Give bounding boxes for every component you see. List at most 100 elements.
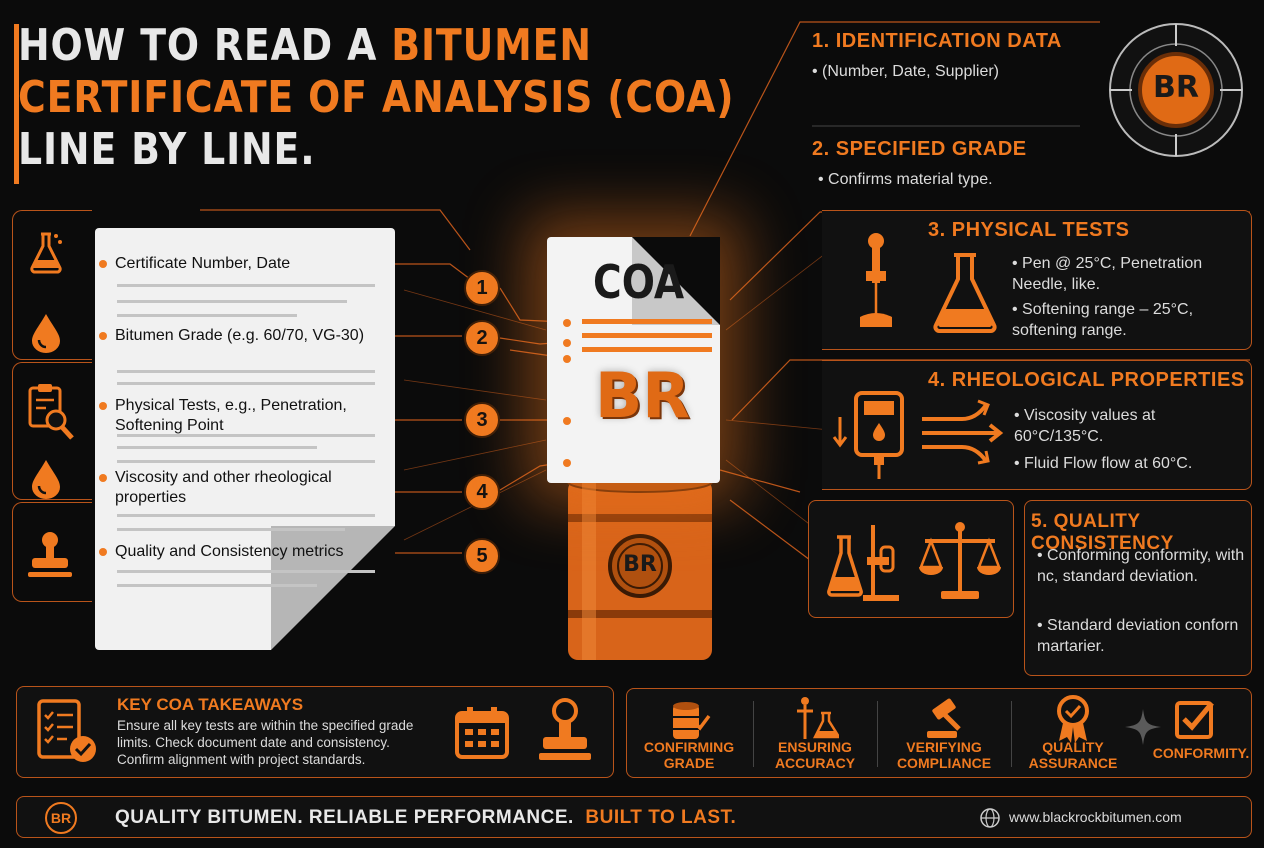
paper-rule bbox=[117, 570, 375, 573]
checkbox-icon bbox=[1173, 697, 1217, 741]
penetrometer-icon bbox=[856, 231, 896, 335]
barrel-check-icon bbox=[669, 699, 711, 743]
section-5-bullet-1: • Conforming conformity, with nc, standa… bbox=[1037, 547, 1245, 585]
coa-rule bbox=[582, 347, 712, 352]
beaker-icon bbox=[930, 251, 1000, 335]
section-2-bullet: • Confirms material type. bbox=[818, 171, 993, 188]
certificate-item-3: Physical Tests, e.g., Penetration, Softe… bbox=[115, 397, 347, 434]
section-4-bullet-2: • Fluid Flow flow at 60°C. bbox=[1014, 455, 1193, 472]
benefit-conformity: CONFORMITY. bbox=[1123, 689, 1253, 779]
icon-frame-top bbox=[12, 210, 92, 360]
section-2-title: 2. SPECIFIED GRADE bbox=[812, 138, 1027, 160]
item-marker bbox=[99, 474, 107, 482]
title-line-2: CERTIFICATE OF ANALYSIS (COA) bbox=[18, 72, 735, 123]
benefit-verifying-compliance: VERIFYING COMPLIANCE bbox=[879, 689, 1009, 779]
lab-flasks-icon bbox=[823, 517, 903, 603]
globe-icon bbox=[979, 807, 1001, 829]
icon-frame-middle bbox=[12, 362, 92, 500]
coa-marker bbox=[563, 459, 571, 467]
benefit-ensuring-accuracy: ENSURING ACCURACY bbox=[755, 689, 875, 779]
title-accent-bar bbox=[14, 24, 19, 184]
paper-rule bbox=[117, 284, 375, 287]
flask-icon bbox=[26, 230, 66, 274]
coa-marker bbox=[563, 355, 571, 363]
paper-rule bbox=[117, 528, 345, 531]
calendar-icon bbox=[453, 703, 513, 763]
balance-scale-icon bbox=[917, 519, 1003, 603]
sparkle-icon bbox=[1123, 707, 1163, 747]
item-marker bbox=[99, 402, 107, 410]
section-5-bullet-2: • Standard deviation conforn martarier. bbox=[1037, 617, 1239, 655]
paper-fold bbox=[271, 526, 395, 650]
certificate-item-2: Bitumen Grade (e.g. 60/70, VG-30) bbox=[115, 327, 365, 344]
paper-rule bbox=[117, 460, 375, 463]
benefit-label: QUALITY ASSURANCE bbox=[1028, 739, 1118, 771]
medal-icon bbox=[1055, 695, 1091, 743]
benefit-quality-assurance: QUALITY ASSURANCE bbox=[1013, 689, 1133, 779]
panel-rheological: 4. RHEOLOGICAL PROPERTIES • Viscosity va… bbox=[822, 360, 1252, 490]
flow-arrows-icon bbox=[918, 397, 1008, 467]
panel-quality-icons bbox=[808, 500, 1014, 618]
checklist-icon bbox=[35, 697, 101, 767]
coa-marker bbox=[563, 339, 571, 347]
coa-marker bbox=[563, 319, 571, 327]
logo-badge-icon bbox=[1109, 23, 1243, 157]
title-line-1: HOW TO READ A BITUMEN bbox=[18, 20, 592, 71]
website-link[interactable]: www.blackrockbitumen.com bbox=[1009, 809, 1182, 825]
viscometer-icon bbox=[832, 387, 918, 481]
page-title: HOW TO READ A BITUMEN CERTIFICATE OF ANA… bbox=[18, 20, 778, 176]
coa-fold bbox=[632, 237, 720, 325]
paper-rule bbox=[117, 584, 317, 587]
paper-rule bbox=[117, 514, 375, 517]
benefit-label: ENSURING ACCURACY bbox=[774, 739, 856, 771]
coa-rule bbox=[582, 333, 712, 338]
brand-logo: BR bbox=[1106, 20, 1246, 160]
coa-brand-mark: BR bbox=[595, 359, 690, 432]
paper-rule bbox=[117, 300, 347, 303]
takeaways-title: KEY COA TAKEAWAYS bbox=[117, 695, 304, 714]
barrel-mark: BR bbox=[623, 552, 657, 577]
paper-rule bbox=[117, 382, 375, 385]
section-1-title: 1. IDENTIFICATION DATA bbox=[812, 30, 1062, 52]
coa-heading: COA bbox=[593, 255, 685, 309]
item-marker bbox=[99, 332, 107, 340]
step-5-badge: 5 bbox=[464, 538, 500, 574]
certificate-item-4: Viscosity and other rheological properti… bbox=[115, 469, 332, 506]
footer-logo: BR bbox=[45, 802, 77, 834]
section-identification: 1. IDENTIFICATION DATA • (Number, Date, … bbox=[812, 30, 1102, 82]
divider bbox=[1011, 701, 1012, 767]
coa-document: COA BR bbox=[547, 237, 720, 483]
title-line-3: LINE BY LINE. bbox=[18, 124, 316, 175]
paper-rule bbox=[117, 434, 375, 437]
drop-icon-2 bbox=[26, 456, 66, 500]
section-3-bullet-2: • Softening range – 25°C, softening rang… bbox=[1012, 301, 1194, 339]
paper-rule bbox=[117, 446, 317, 449]
bitumen-barrel: BR bbox=[562, 470, 718, 670]
certificate-item-1: Certificate Number, Date bbox=[115, 255, 291, 272]
paper-rule bbox=[117, 314, 297, 317]
paper-rule bbox=[117, 370, 375, 373]
coa-marker bbox=[563, 417, 571, 425]
benefits-strip: CONFIRMING GRADE ENSURING ACCURACY VERIF… bbox=[626, 688, 1252, 778]
step-3-badge: 3 bbox=[464, 402, 500, 438]
drop-icon bbox=[26, 310, 66, 354]
step-1-badge: 1 bbox=[464, 270, 500, 306]
section-specified-grade: 2. SPECIFIED GRADE • Confirms material t… bbox=[812, 138, 1102, 190]
certificate-item-5: Quality and Consistency metrics bbox=[115, 543, 344, 560]
footer-bar: BR QUALITY BITUMEN. RELIABLE PERFORMANCE… bbox=[16, 796, 1252, 838]
certificate-paper: Certificate Number, Date Bitumen Grade (… bbox=[95, 228, 395, 650]
benefit-label: CONFORMITY. bbox=[1152, 745, 1250, 761]
panel-physical-tests: 3. PHYSICAL TESTS • Pen @ 25°C, Penetrat… bbox=[822, 210, 1252, 350]
key-takeaways-panel: KEY COA TAKEAWAYS Ensure all key tests a… bbox=[16, 686, 614, 778]
item-marker bbox=[99, 548, 107, 556]
takeaways-text: Ensure all key tests are within the spec… bbox=[117, 718, 414, 767]
icon-frame-bottom bbox=[12, 502, 92, 602]
logo-initials: BR bbox=[1153, 70, 1199, 105]
divider bbox=[753, 701, 754, 767]
item-marker bbox=[99, 260, 107, 268]
panel-quality-consistency: 5. QUALITY CONSISTENCY • Conforming conf… bbox=[1024, 500, 1252, 676]
section-3-bullet-1: • Pen @ 25°C, Penetration Needle, like. bbox=[1012, 255, 1203, 293]
step-4-badge: 4 bbox=[464, 474, 500, 510]
section-4-bullet-1: • Viscosity values at 60°C/135°C. bbox=[1014, 407, 1156, 445]
tagline-main: QUALITY BITUMEN. RELIABLE PERFORMANCE. bbox=[115, 807, 574, 828]
